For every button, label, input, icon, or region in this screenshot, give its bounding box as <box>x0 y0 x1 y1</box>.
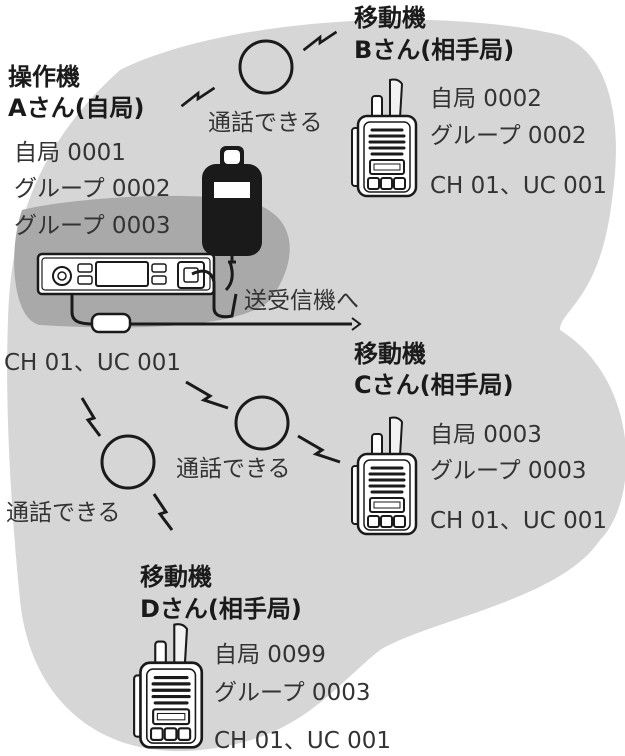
station-b-name: Bさん(相手局) <box>354 36 515 64</box>
station-c-device-label: 移動機 <box>354 340 426 368</box>
operator-device-label: 操作機 <box>8 63 80 91</box>
radio-cable <box>70 294 352 326</box>
station-c-group: グループ 0003 <box>430 458 587 484</box>
signal-bolt-ad-2 <box>152 493 174 531</box>
link-label-ad: 通話できる <box>6 500 121 526</box>
signal-bolt-ad-1 <box>80 397 102 437</box>
cable-label: 送受信機へ <box>244 288 359 314</box>
station-b-channel: CH 01、UC 001 <box>430 173 608 199</box>
mic-cord <box>191 269 238 319</box>
signal-bolt-ac-1 <box>185 380 229 410</box>
operator-group-2: グループ 0003 <box>14 213 171 239</box>
station-b-group: グループ 0002 <box>430 123 587 149</box>
operator-group-1: グループ 0002 <box>14 176 171 202</box>
station-c-channel: CH 01、UC 001 <box>430 508 608 534</box>
station-c-self-id: 自局 0003 <box>430 422 542 448</box>
station-d-group: グループ 0003 <box>214 680 371 706</box>
station-d-device-label: 移動機 <box>140 563 212 591</box>
station-b-device-label: 移動機 <box>354 4 426 32</box>
link-circle-ab <box>238 39 294 95</box>
operator-name: Aさん(自局) <box>8 94 145 122</box>
base-station-unit <box>36 252 216 296</box>
link-circle-ac <box>234 395 290 451</box>
station-c-name: Cさん(相手局) <box>354 371 514 399</box>
link-circle-ad <box>100 434 156 490</box>
operator-self-id: 自局 0001 <box>14 140 126 166</box>
signal-bolt-ac-2 <box>297 434 341 464</box>
operator-channel: CH 01、UC 001 <box>4 350 182 376</box>
link-label-ab: 通話できる <box>208 110 323 136</box>
station-d-name: Dさん(相手局) <box>140 595 302 623</box>
station-d-channel: CH 01、UC 001 <box>214 728 392 754</box>
cable-connector <box>90 312 132 334</box>
handheld-microphone <box>202 146 262 292</box>
station-d-self-id: 自局 0099 <box>214 642 326 668</box>
station-b-self-id: 自局 0002 <box>430 86 542 112</box>
link-label-ac: 通話できる <box>176 456 291 482</box>
cable-end <box>351 317 362 331</box>
